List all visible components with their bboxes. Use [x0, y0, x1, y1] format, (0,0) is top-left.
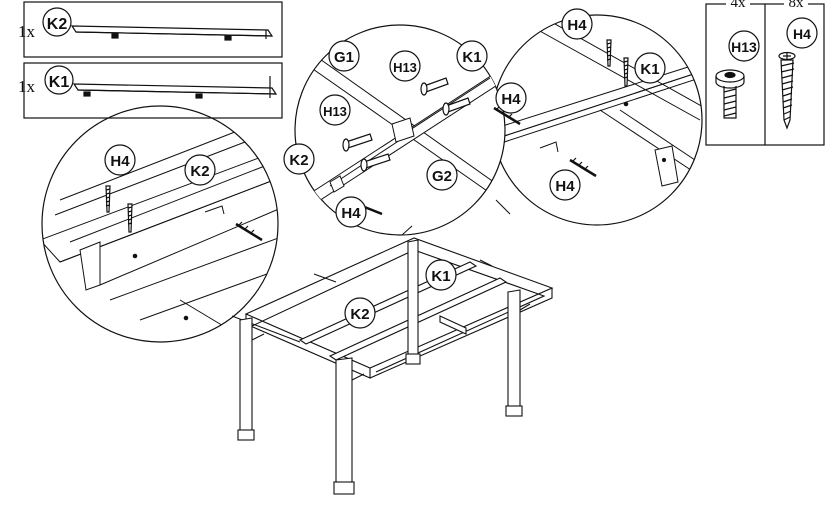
callout-badge-h13-top	[389, 50, 421, 82]
callout-label-g1: G1	[334, 49, 354, 66]
qty-h13: 4x	[731, 0, 747, 11]
detail-circle-center: G1 H13 K1 H4 H13 K2 G2 H4	[283, 24, 527, 236]
callout-label-h13-left: H13	[323, 104, 347, 119]
callout-label-k2: K2	[190, 163, 209, 180]
callout-badge-k1	[456, 40, 488, 72]
qty-k2: 1x	[18, 22, 36, 41]
qty-h4: 8x	[789, 0, 805, 11]
bolt-h13-icon	[342, 77, 471, 172]
callout-label-h4: H4	[110, 153, 130, 170]
part-label-k1: K1	[49, 74, 70, 91]
screw-h4-icon	[778, 51, 796, 130]
callout-badge-g2	[426, 159, 458, 191]
screw-h4-icon	[569, 39, 629, 178]
beam-k1-drawing	[72, 76, 278, 99]
callout-badge-h4	[104, 144, 136, 176]
callout-label-h13-top: H13	[393, 60, 417, 75]
parts-box-k2	[23, 1, 283, 58]
hardware-label-h13: H13	[731, 39, 757, 55]
parts-box-k1	[23, 62, 283, 119]
callout-badge-g1	[328, 40, 360, 72]
callout-badge-k1	[634, 52, 666, 84]
callout-badge-h4-bottom	[549, 169, 581, 201]
callout-label-h4-bottom: H4	[555, 178, 575, 195]
hardware-badge-h4	[786, 17, 818, 49]
beam-k2-drawing	[70, 25, 274, 41]
table-frame-drawing	[237, 237, 554, 495]
bolt-h13-icon	[715, 69, 745, 119]
frame-badge-k1	[425, 259, 457, 291]
frame-badge-k2	[344, 297, 376, 329]
leader-center	[401, 225, 413, 236]
callout-label-g2: G2	[432, 168, 452, 185]
callout-label-h4-bottom: H4	[341, 205, 361, 222]
screw-h4-icon	[105, 185, 263, 242]
callout-badge-h4-top	[561, 8, 593, 40]
callout-label-k1: K1	[462, 49, 481, 66]
callout-label-h4-right: H4	[501, 91, 521, 108]
part-badge-k1	[44, 65, 74, 95]
frame-label-k2: K2	[350, 306, 369, 323]
detail-circle-right: H4 K1 H4	[491, 8, 703, 226]
callout-badge-k2	[184, 154, 216, 186]
frame-label-k1: K1	[431, 268, 450, 285]
detail-circle-left: H4 K2	[41, 105, 301, 343]
qty-k1: 1x	[18, 77, 36, 96]
callout-label-k2: K2	[289, 152, 308, 169]
callout-badge-h4-right	[495, 82, 527, 114]
callout-label-h4-top: H4	[567, 17, 587, 34]
part-label-k2: K2	[47, 16, 68, 33]
hardware-box: 4x 8x H13 H4	[705, 0, 825, 146]
callout-badge-h13-left	[319, 94, 351, 126]
leader-right	[495, 199, 511, 215]
hardware-label-h4: H4	[793, 26, 811, 42]
hardware-badge-h13	[728, 30, 760, 62]
parts-list: 1x K2 1x K1	[18, 1, 283, 119]
callout-badge-k2	[283, 143, 315, 175]
callout-label-k1: K1	[640, 61, 659, 78]
callout-badge-h4-bottom	[335, 196, 367, 228]
part-badge-k2	[42, 7, 72, 37]
